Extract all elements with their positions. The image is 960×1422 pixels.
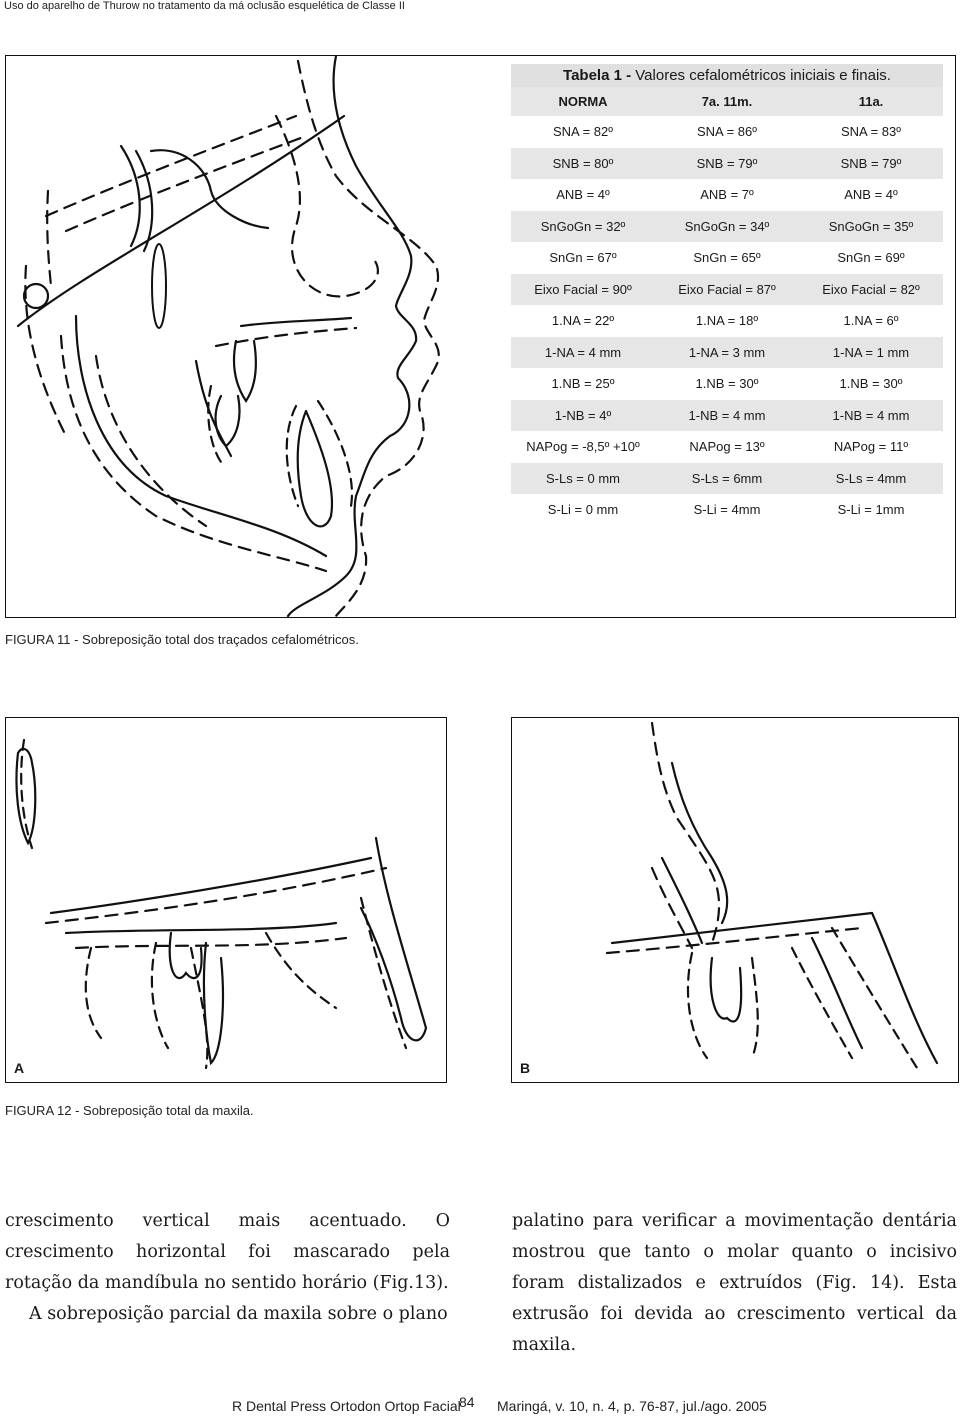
table-1-cephalometric-values: Tabela 1 - Valores cefalométricos inicia… [511,64,943,526]
header-final: 11a. [799,87,943,116]
footer-journal: R Dental Press Ortodon Ortop Facial [232,1398,461,1414]
footer-page-number: 84 [459,1394,475,1410]
panel-label-a: A [14,1060,25,1076]
body-paragraph: crescimento vertical mais acentuado. O c… [5,1211,450,1293]
cephalometric-tracing-drawing [16,56,440,617]
figure-12a-maxilla-superimposition: A [5,717,447,1083]
body-text-right-column: palatino para verificar a movimentação d… [512,1206,957,1361]
figure-12-caption: FIGURA 12 - Sobreposição total da maxila… [5,1103,254,1118]
header-initial: 7a. 11m. [655,87,799,116]
header-norma: NORMA [511,87,655,116]
table-1-title: Tabela 1 - Valores cefalométricos inicia… [511,64,943,87]
panel-label-b: B [520,1060,531,1076]
body-paragraph: palatino para verificar a movimentação d… [512,1211,957,1355]
maxilla-tracing-a [15,738,428,1070]
figure-12b-maxilla-superimposition: B [511,717,959,1083]
body-paragraph: A sobreposição parcial da maxila sobre o… [29,1304,448,1324]
running-head: Uso do aparelho de Thurow no tratamento … [4,0,405,12]
figure-11-caption: FIGURA 11 - Sobreposição total dos traça… [5,632,359,647]
maxilla-tracing-b [605,721,939,1070]
body-text-left-column: crescimento vertical mais acentuado. O c… [5,1206,450,1330]
table-header-row: NORMA 7a. 11m. 11a. [511,87,943,116]
figure-11-cephalometric-tracing: Tabela 1 - Valores cefalométricos inicia… [5,55,956,618]
footer-citation: Maringá, v. 10, n. 4, p. 76-87, jul./ago… [497,1398,767,1414]
